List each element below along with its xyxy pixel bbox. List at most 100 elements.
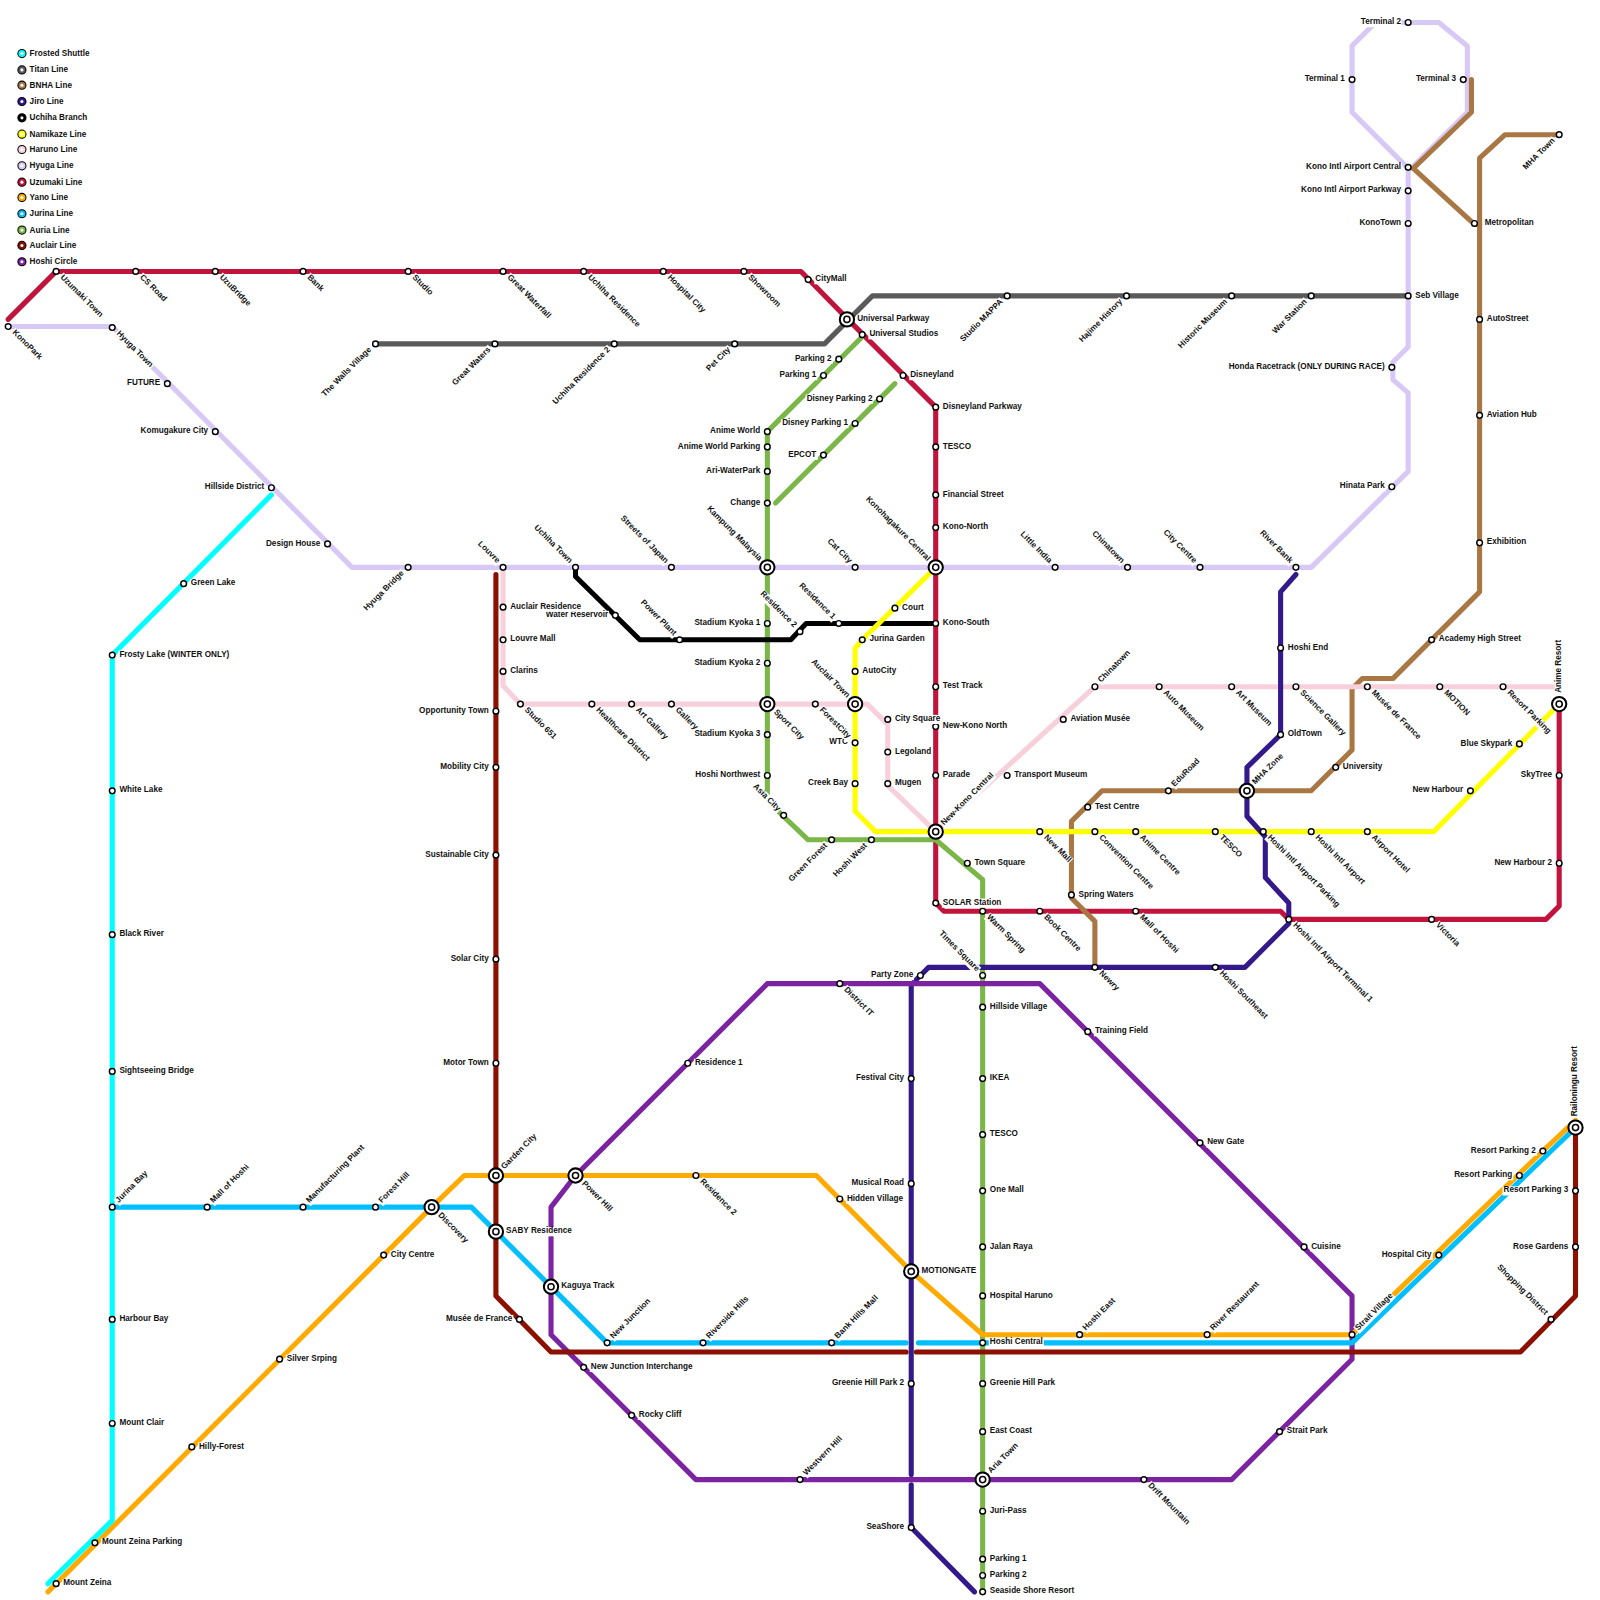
swatch-center xyxy=(20,84,23,87)
station-label: Resort Parking xyxy=(1504,688,1553,737)
station-dot xyxy=(405,564,411,570)
station-dot xyxy=(764,429,770,435)
station-label: Design House xyxy=(265,539,321,548)
interchange-ring xyxy=(1556,701,1562,707)
interchange-ring xyxy=(933,564,939,570)
swatch-center xyxy=(20,148,23,151)
station-dot xyxy=(1166,788,1172,794)
legend-row: Hoshi Circle xyxy=(17,257,77,266)
station-dot xyxy=(1293,564,1299,570)
station-label: TESCO xyxy=(942,442,972,451)
station-dot xyxy=(612,612,618,618)
station-label: Water Reservoir xyxy=(545,611,609,620)
station-label: Hyuga Town xyxy=(113,329,155,371)
legend-text: Uzumaki Line xyxy=(30,177,83,186)
jiro-line xyxy=(911,1485,974,1592)
station-label: City Square xyxy=(894,715,941,724)
station-label: Silver Srping xyxy=(286,1355,338,1364)
station-label: OldTown xyxy=(1287,730,1323,739)
station-dot xyxy=(980,1508,986,1514)
station-label: Auclair Town xyxy=(808,657,852,701)
station-label: Jurina Garden xyxy=(868,635,925,644)
station-dot xyxy=(1060,717,1066,723)
station-label: CS Road xyxy=(137,273,169,305)
interchange-ring xyxy=(1572,1124,1578,1130)
station-label: Change xyxy=(729,499,761,508)
station-label: Terminal 1 xyxy=(1304,75,1346,84)
station-label: SeaShore xyxy=(865,1523,905,1532)
station-label: Book Centre xyxy=(1041,912,1083,954)
station-label: Honda Racetrack (ONLY DURING RACE) xyxy=(1228,363,1386,372)
station-label: City Centre xyxy=(390,1251,436,1260)
station-label: Greenie Hill Park xyxy=(989,1379,1056,1388)
station-label: Power Plant xyxy=(638,598,679,639)
station-dot xyxy=(1308,293,1314,299)
station-dot xyxy=(933,900,939,906)
station-label: Motor Town xyxy=(442,1059,490,1068)
station-dot xyxy=(980,1244,986,1250)
station-dot xyxy=(1004,293,1010,299)
interchange-ring xyxy=(980,1477,986,1483)
station-label: War Station xyxy=(1270,297,1310,337)
station-dot xyxy=(869,837,875,843)
station-dot xyxy=(1212,964,1218,970)
station-dot xyxy=(381,1252,387,1258)
legend-text: Uchiha Branch xyxy=(30,113,88,122)
station-dot xyxy=(493,1229,499,1235)
station-label: Sport City xyxy=(771,707,806,742)
station-dot xyxy=(1308,829,1314,835)
legend-swatch xyxy=(17,241,26,250)
station-dot xyxy=(212,269,218,275)
station-label: Stadium Kyoka 3 xyxy=(693,730,761,739)
station-label: Mall of Hoshi xyxy=(208,1162,252,1206)
yano-line xyxy=(48,1120,1576,1591)
station-label: Spring Waters xyxy=(1078,890,1135,899)
interchange-ring xyxy=(568,1168,582,1182)
station-label: Strait Village xyxy=(1353,1291,1396,1334)
station-dot xyxy=(1349,77,1355,83)
station-label: The Walls Village xyxy=(320,345,375,400)
station-dot xyxy=(980,1004,986,1010)
station-dot xyxy=(852,740,858,746)
station-dot xyxy=(764,500,770,506)
station-label: Hospital City xyxy=(664,273,707,316)
station-label: Hilly-Forest xyxy=(198,1442,245,1451)
station-dot xyxy=(1278,645,1284,651)
station-dot xyxy=(109,652,115,658)
interchange-ring xyxy=(852,701,858,707)
station-label: Kaguya Track xyxy=(560,1282,615,1291)
interchange-ring xyxy=(929,560,943,574)
station-dot xyxy=(1229,684,1235,690)
legend-swatch xyxy=(17,97,26,106)
swatch-center xyxy=(20,132,23,135)
station-dot xyxy=(693,1173,699,1179)
station-dot xyxy=(189,1444,195,1450)
station-label: Cat City xyxy=(824,537,854,567)
station-dot xyxy=(109,788,115,794)
station-label: Drift Mountain xyxy=(1145,1481,1192,1528)
swatch-center xyxy=(20,100,23,103)
station-dot xyxy=(1500,684,1506,690)
station-dot xyxy=(685,1060,691,1066)
namikaze-line xyxy=(855,567,1559,831)
station-dot xyxy=(1133,908,1139,914)
station-label: Mount Zeina xyxy=(62,1579,112,1588)
station-label: Hinata Park xyxy=(1339,482,1386,491)
station-label: Discovery xyxy=(435,1210,470,1245)
station-dot xyxy=(493,956,499,962)
station-label: Studio xyxy=(409,273,435,299)
station-dot xyxy=(133,269,139,275)
station-dot xyxy=(1405,164,1411,170)
swatch-center xyxy=(20,244,23,247)
station-dot xyxy=(908,1269,914,1275)
station-dot xyxy=(980,1188,986,1194)
station-dot xyxy=(1349,1332,1355,1338)
station-dot xyxy=(1278,732,1284,738)
station-dot xyxy=(204,1204,210,1210)
station-label: Hoshi Intl Airport xyxy=(1312,833,1367,888)
station-dot xyxy=(92,1540,98,1546)
station-dot xyxy=(517,1317,523,1323)
station-dot xyxy=(548,1284,554,1290)
auclair-line xyxy=(916,1128,1575,1352)
station-dot xyxy=(900,373,906,379)
